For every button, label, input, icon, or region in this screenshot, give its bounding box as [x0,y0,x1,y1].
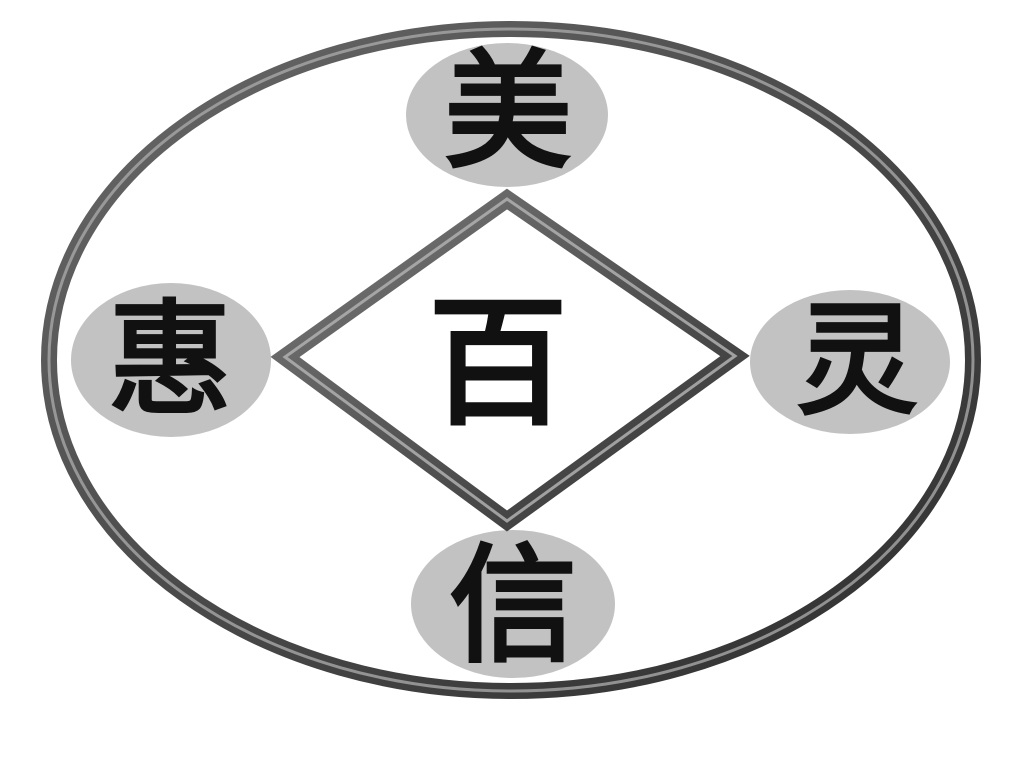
right-character: 灵 [796,288,918,432]
right-badge [750,290,950,434]
center-character: 百 [428,282,568,446]
center-diamond [270,188,750,532]
bottom-character: 信 [449,531,577,681]
bottom-badge [411,530,615,678]
outer-oval-ring [41,21,981,699]
left-character: 惠 [108,288,232,433]
top-badge [406,43,608,187]
top-character: 美 [444,37,572,187]
left-badge [71,283,271,437]
